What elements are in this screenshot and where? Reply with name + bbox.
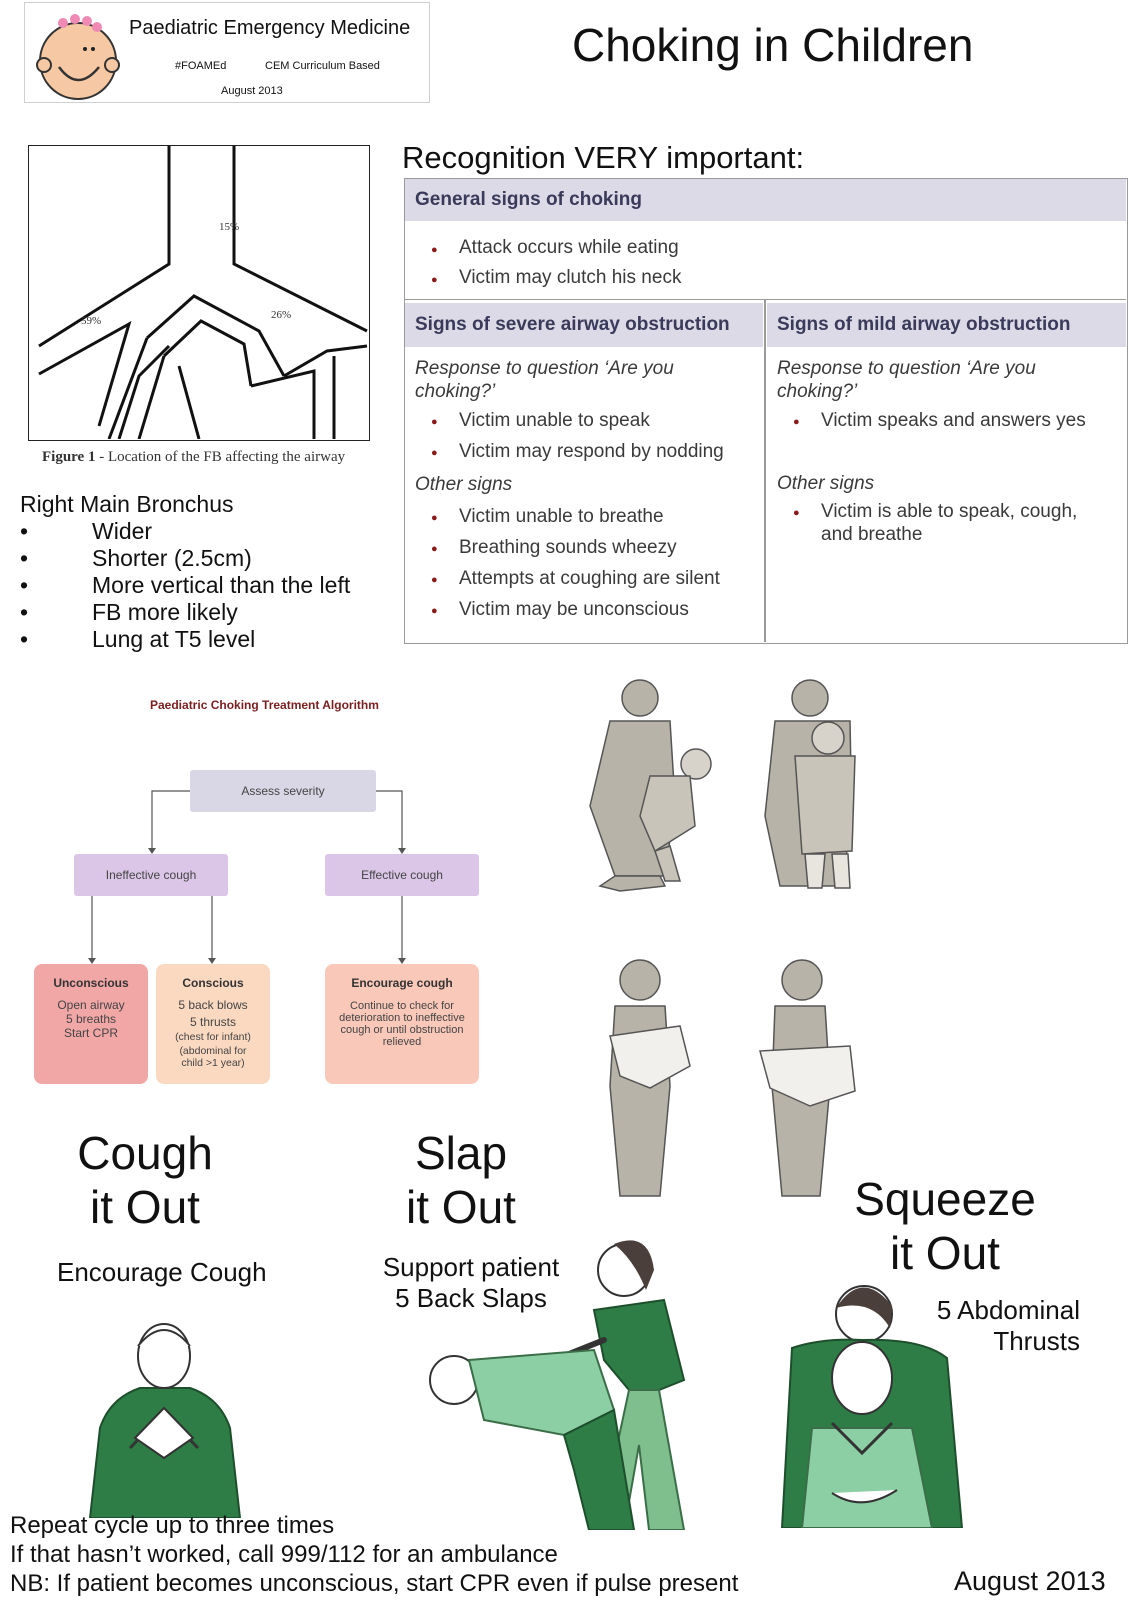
- footer-line-2: If that hasn’t worked, call 999/112 for …: [10, 1541, 558, 1568]
- figure-caption: Figure 1 - Location of the FB affecting …: [42, 449, 345, 466]
- header-banner: Paediatric Emergency Medicine #FOAMEd CE…: [24, 2, 430, 103]
- list-item: Victim unable to breathe: [405, 501, 763, 534]
- list-item: Victim speaks and answers yes: [767, 405, 1123, 438]
- box-line: Open airway: [57, 998, 125, 1012]
- box-line: 5 thrusts: [189, 1015, 237, 1029]
- mild-signs-header: Signs of mild airway obstruction: [767, 303, 1126, 347]
- ineffective-cough-box: Ineffective cough: [74, 854, 228, 896]
- assess-severity-box: Assess severity: [190, 770, 376, 812]
- footer-line-3: NB: If patient becomes unconscious, star…: [10, 1570, 739, 1597]
- label-26-percent: 26%: [271, 309, 291, 321]
- label-59-percent: 59%: [81, 315, 101, 327]
- encourage-title: Encourage cough: [351, 976, 453, 990]
- list-item: Breathing sounds wheezy: [405, 532, 763, 565]
- figure-caption-label: Figure 1: [42, 449, 96, 465]
- abdominal-thrust-illustration: [780, 1285, 964, 1528]
- header-date: August 2013: [221, 85, 283, 97]
- cem-tag: CEM Curriculum Based: [265, 60, 380, 72]
- page-title: Choking in Children: [572, 19, 974, 71]
- bronchus-item: •Wider: [20, 518, 153, 544]
- unconscious-box: Unconscious Open airway 5 breaths Start …: [34, 964, 148, 1084]
- footer-date: August 2013: [954, 1566, 1106, 1596]
- bronchus-item: •Shorter (2.5cm): [20, 545, 252, 571]
- cough-heading: Cough it Out: [77, 1127, 213, 1233]
- divider: [405, 299, 1126, 300]
- box-line: (abdominal for: [179, 1045, 247, 1057]
- label-15-percent: 15%: [219, 221, 239, 233]
- mild-other-label: Other signs: [777, 473, 875, 494]
- box-line: 5 back blows: [178, 998, 248, 1012]
- slap-subtitle: Support patient 5 Back Slaps: [382, 1252, 560, 1313]
- list-item: Victim unable to speak: [405, 405, 763, 438]
- list-item: Victim may clutch his neck: [405, 263, 1105, 295]
- bronchus-item: •More vertical than the left: [20, 572, 351, 598]
- recognition-heading: Recognition VERY important:: [402, 140, 805, 175]
- mild-answers: Victim speaks and answers yes: [767, 405, 1123, 438]
- box-line: cough or until obstruction: [340, 1024, 464, 1036]
- back-slap-illustration: [429, 1240, 686, 1530]
- organisation-name: Paediatric Emergency Medicine: [129, 17, 411, 39]
- general-signs-list: Attack occurs while eating Victim may cl…: [405, 233, 1105, 295]
- box-line: Continue to check for: [350, 1000, 454, 1012]
- conscious-title: Conscious: [182, 976, 244, 990]
- foam-tag: #FOAMEd: [175, 60, 227, 72]
- severe-signs-header: Signs of severe airway obstruction: [405, 303, 763, 347]
- slap-heading: Slap it Out: [406, 1127, 516, 1233]
- squeeze-subtitle: 5 Abdominal Thrusts: [936, 1295, 1080, 1356]
- algorithm-title: Paediatric Choking Treatment Algorithm: [150, 698, 379, 712]
- bronchial-tree-diagram: 15% 59% 26%: [38, 146, 368, 440]
- column-divider: [764, 299, 766, 642]
- cough-subtitle: Encourage Cough: [57, 1257, 267, 1287]
- list-item: Victim may be unconscious: [405, 594, 763, 627]
- box-line: relieved: [382, 1036, 422, 1048]
- box-line: child >1 year): [181, 1057, 245, 1069]
- list-item: Attempts at coughing are silent: [405, 563, 763, 596]
- encourage-cough-box: Encourage cough Continue to check for de…: [325, 964, 479, 1084]
- severe-other-signs: Victim unable to breathe Breathing sound…: [405, 501, 763, 627]
- box-line: (chest for infant): [175, 1031, 251, 1043]
- box-line: 5 breaths: [65, 1012, 117, 1026]
- squeeze-heading: Squeeze it Out: [854, 1173, 1036, 1279]
- severe-answers: Victim unable to speak Victim may respon…: [405, 405, 763, 469]
- baby-face-logo: [36, 14, 120, 100]
- general-signs-header: General signs of choking: [405, 179, 1126, 221]
- adult-head-icon: [621, 679, 659, 717]
- severe-other-label: Other signs: [415, 474, 513, 495]
- conscious-box: Conscious 5 back blows 5 thrusts (chest …: [156, 964, 270, 1084]
- back-blow-thrust-illustrations: [589, 679, 856, 1197]
- airway-figure: 15% 59% 26%: [28, 145, 370, 441]
- severe-question: Response to question ‘Are you choking?’: [415, 358, 674, 402]
- list-item: Victim may respond by nodding: [405, 436, 763, 469]
- effective-cough-box: Effective cough: [325, 854, 479, 896]
- coughing-person-illustration: [88, 1323, 242, 1518]
- mild-question: Response to question ‘Are you choking?’: [777, 358, 1036, 402]
- box-line: deterioration to ineffective: [339, 1012, 465, 1024]
- bronchus-item: •FB more likely: [20, 599, 238, 625]
- mild-other-signs: Victim is able to speak, cough, and brea…: [767, 500, 1097, 546]
- figure-caption-text: - Location of the FB affecting the airwa…: [95, 449, 346, 465]
- list-item: Victim is able to speak, cough, and brea…: [767, 500, 1097, 546]
- box-line: Start CPR: [63, 1026, 118, 1040]
- bronchus-item: •Lung at T5 level: [20, 626, 256, 652]
- signs-table: General signs of choking Attack occurs w…: [404, 178, 1128, 644]
- unconscious-title: Unconscious: [53, 976, 129, 990]
- footer-line-1: Repeat cycle up to three times: [10, 1512, 335, 1539]
- list-item: Attack occurs while eating: [405, 233, 1105, 265]
- algorithm-connectors: [88, 790, 406, 964]
- bronchus-title: Right Main Bronchus: [20, 491, 234, 517]
